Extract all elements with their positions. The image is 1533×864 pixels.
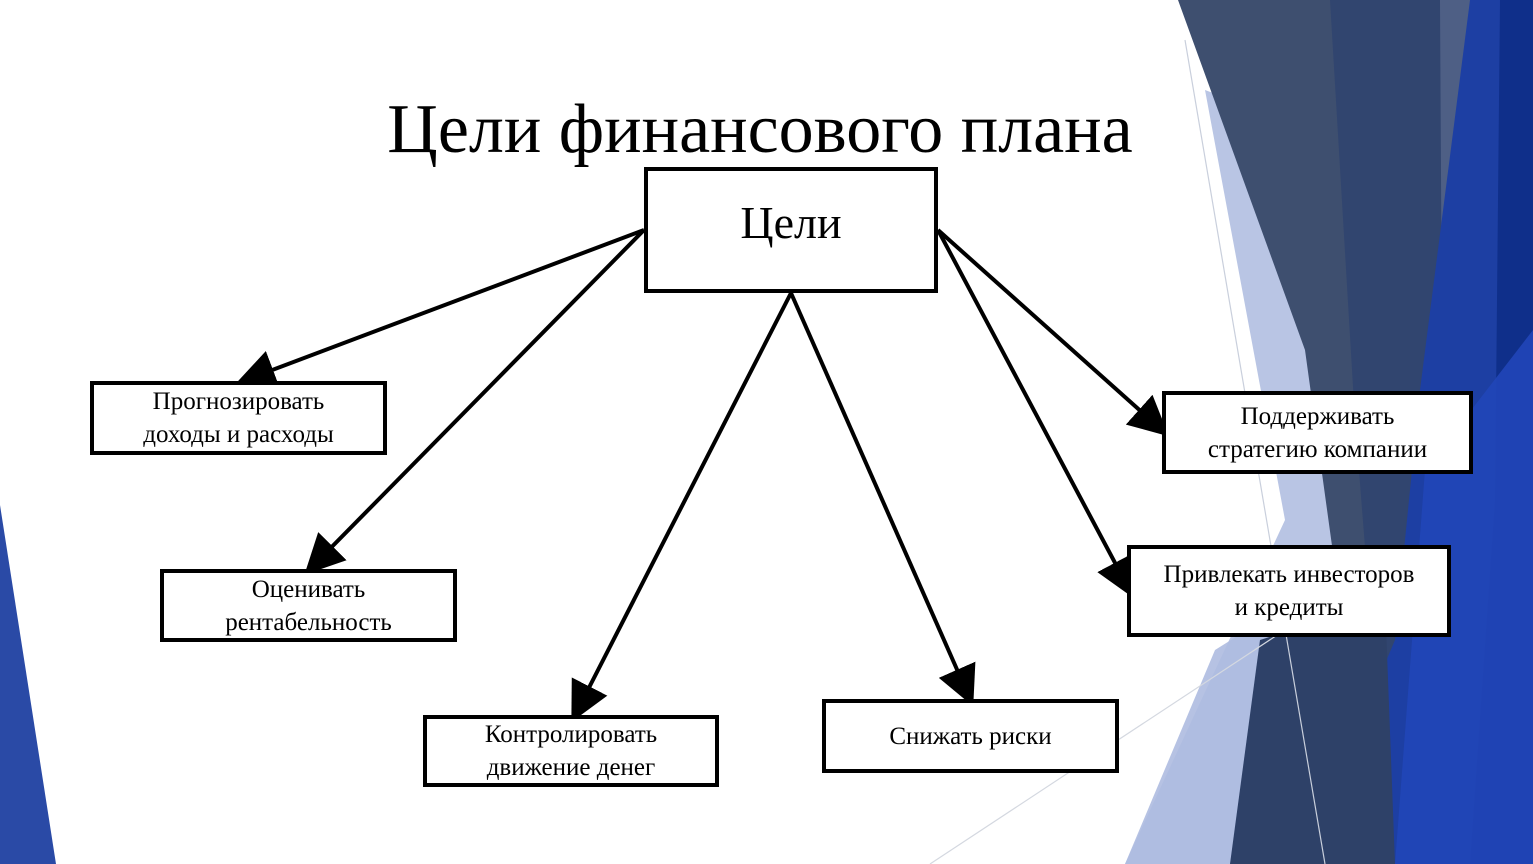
goal-assess-profitability: Оценивать рентабельность: [160, 569, 457, 642]
arrow-to-risk: [789, 292, 976, 707]
goal-reduce-risks: Снижать риски: [822, 699, 1119, 773]
arrow-to-cash-control: [571, 292, 793, 723]
arrow-to-investors: [936, 229, 1134, 599]
goal-control-cash-flow: Контролировать движение денег: [423, 715, 719, 787]
center-node-goals: Цели: [644, 167, 938, 293]
dark-lower-wedge: [1230, 600, 1395, 864]
slide-title: Цели финансового плана: [387, 91, 1133, 168]
arrow-to-profitability: [304, 228, 646, 575]
blue-lower-wedge: [1395, 330, 1533, 864]
goal-forecast-income-expenses: Прогнозировать доходы и расходы: [90, 381, 387, 455]
goal-support-company-strategy: Поддерживать стратегию компании: [1162, 391, 1473, 474]
left-edge-blue-stripe: [0, 505, 56, 864]
arrow-to-forecast: [235, 228, 645, 389]
arrow-to-strategy: [936, 228, 1169, 437]
goal-attract-investors-credit: Привлекать инвесторов и кредиты: [1127, 545, 1451, 637]
